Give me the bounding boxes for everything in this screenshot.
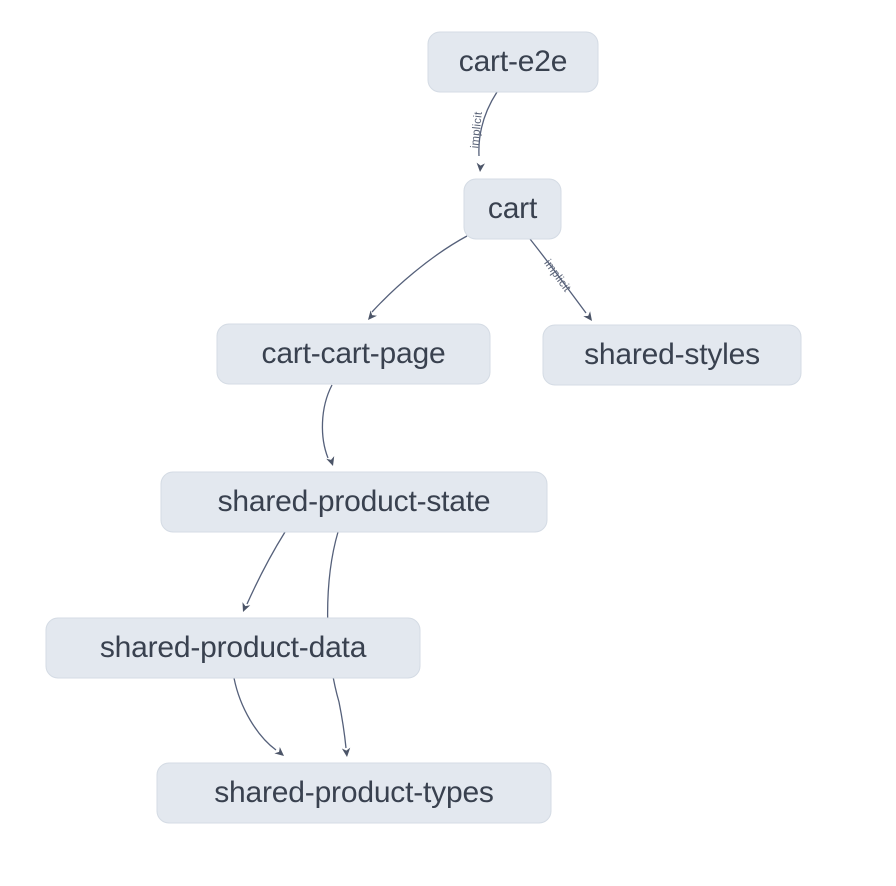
node-label: shared-product-types bbox=[214, 776, 493, 809]
node-cart-cart-page[interactable]: cart-cart-page bbox=[216, 323, 491, 385]
node-box bbox=[542, 324, 802, 386]
node-label: shared-product-state bbox=[218, 485, 491, 518]
node-label: shared-product-data bbox=[100, 631, 367, 664]
edge-cart-e2e-cart[interactable]: implicit bbox=[469, 91, 498, 172]
edge-line bbox=[233, 677, 277, 751]
edge-cart-cart-page-shared-product-state[interactable] bbox=[321, 384, 337, 467]
node-shared-product-types[interactable]: shared-product-types bbox=[156, 762, 552, 824]
edge-shared-product-data-shared-product-types[interactable] bbox=[233, 677, 287, 759]
edge-line bbox=[326, 531, 347, 749]
node-box bbox=[427, 31, 599, 93]
edge-cart-cart-cart-page[interactable] bbox=[365, 235, 468, 323]
node-shared-product-state[interactable]: shared-product-state bbox=[160, 471, 548, 533]
edge-label: implicit bbox=[469, 111, 485, 149]
node-label: shared-styles bbox=[584, 338, 760, 371]
edge-line bbox=[529, 238, 587, 314]
node-box bbox=[160, 471, 548, 533]
edge-shared-product-state-shared-product-data[interactable] bbox=[239, 531, 286, 614]
node-box bbox=[216, 323, 491, 385]
node-box bbox=[463, 178, 562, 240]
node-cart-e2e[interactable]: cart-e2e bbox=[427, 31, 599, 93]
node-label: cart-e2e bbox=[459, 45, 567, 78]
edge-shared-product-state-shared-product-types[interactable] bbox=[326, 531, 352, 757]
node-shared-styles[interactable]: shared-styles bbox=[542, 324, 802, 386]
edge-line bbox=[321, 384, 333, 459]
edge-arrowhead bbox=[341, 747, 351, 757]
node-cart[interactable]: cart bbox=[463, 178, 562, 240]
edge-line bbox=[478, 91, 498, 157]
edge-arrowhead bbox=[583, 311, 592, 321]
edge-arrowhead bbox=[368, 310, 378, 320]
node-box bbox=[156, 762, 552, 824]
node-shared-product-data[interactable]: shared-product-data bbox=[45, 617, 421, 679]
edge-label: implicit bbox=[541, 258, 573, 295]
node-box bbox=[45, 617, 421, 679]
edge-line bbox=[371, 235, 468, 313]
edge-arrowhead bbox=[242, 602, 251, 612]
node-label: cart-cart-page bbox=[262, 337, 446, 370]
edge-arrowhead bbox=[326, 456, 335, 466]
edge-line bbox=[246, 531, 286, 605]
node-label: cart bbox=[488, 192, 538, 225]
edge-arrowhead bbox=[274, 746, 284, 756]
edge-cart-shared-styles[interactable]: implicit bbox=[529, 238, 595, 323]
edge-arrowhead bbox=[476, 162, 485, 172]
nodes-layer: cart-e2e cart cart-cart-page shared-styles s… bbox=[45, 31, 802, 824]
